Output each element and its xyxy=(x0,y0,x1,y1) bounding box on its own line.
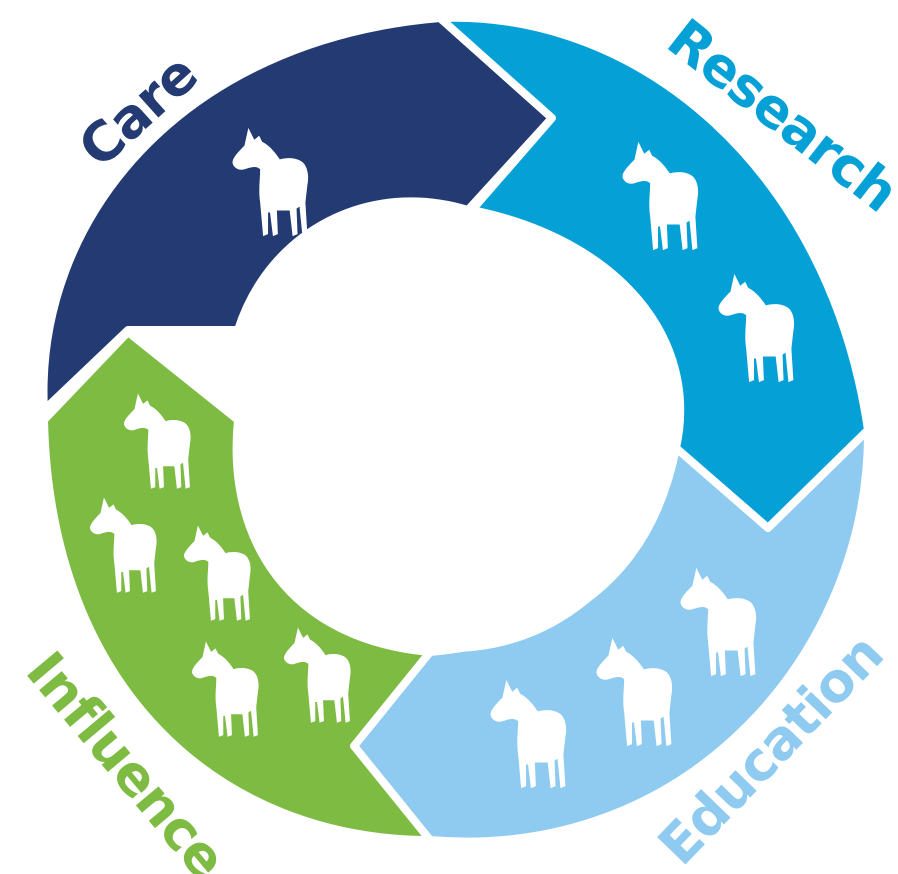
research-segment xyxy=(436,13,872,532)
care-segment xyxy=(39,14,556,414)
center-hole xyxy=(238,224,666,652)
